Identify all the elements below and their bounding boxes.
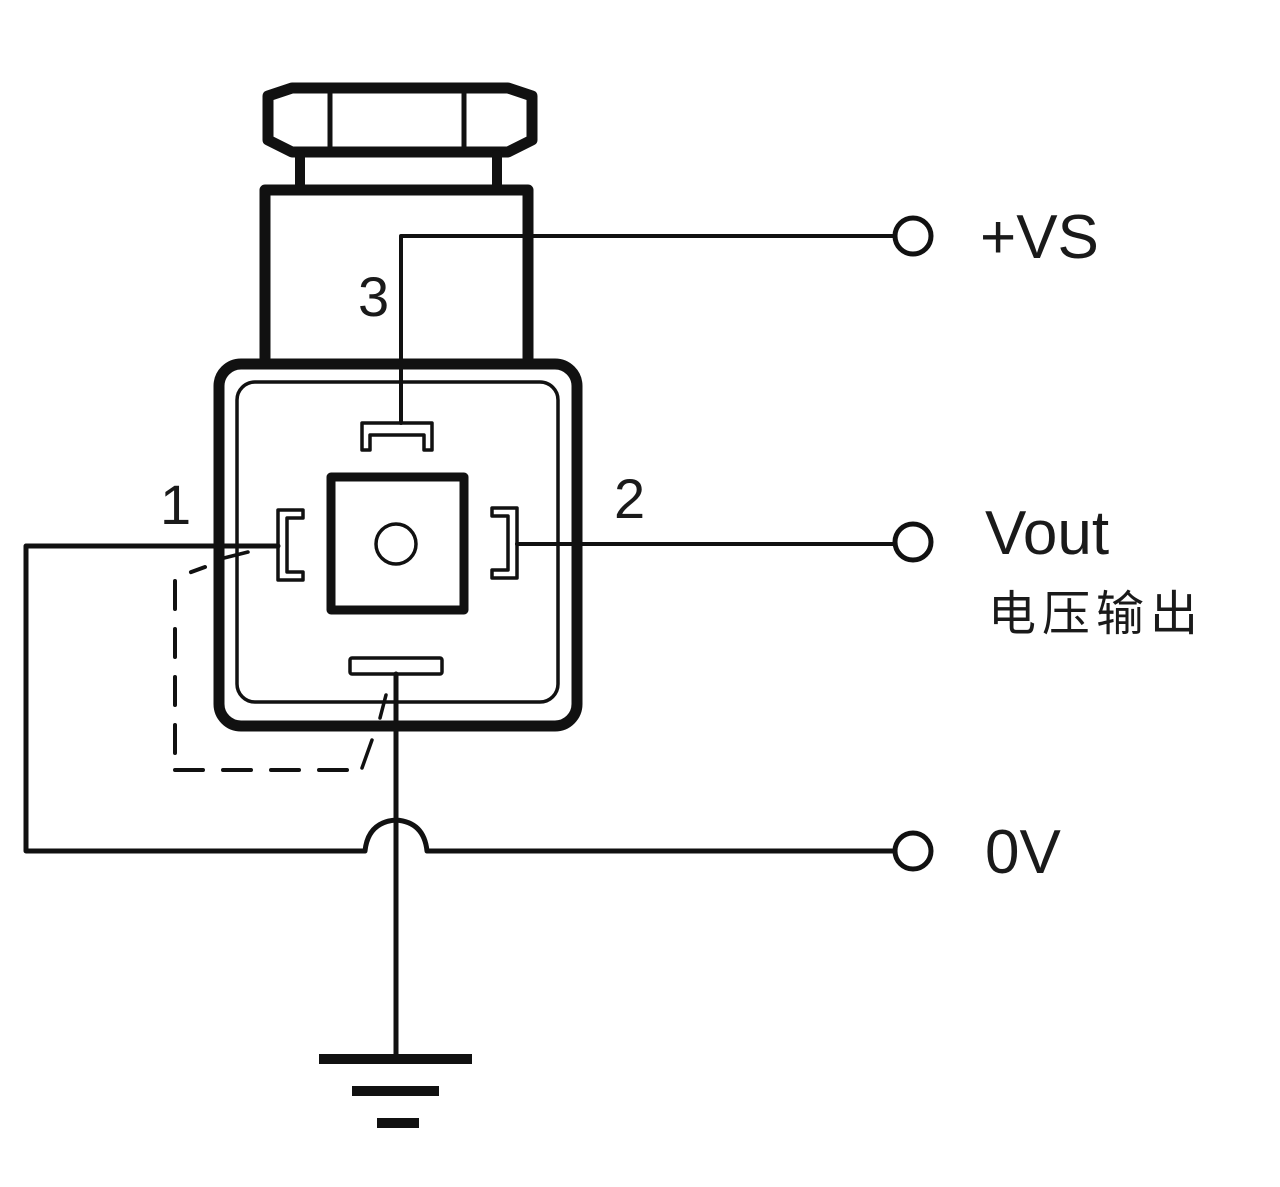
hex-nut-icon (262, 82, 538, 158)
earth-ground-icon (319, 1054, 472, 1128)
terminal-0v-label: 0V (985, 818, 1061, 887)
connector-neck (295, 150, 502, 195)
pin-3-label: 3 (358, 265, 389, 328)
terminal-vout-label: Vout (985, 499, 1109, 568)
connector-upper-body (259, 184, 534, 364)
terminal-vout-sublabel: 电压输出 (988, 586, 1204, 642)
pin-2-contact (490, 506, 519, 580)
wire-pin3-vs (399, 234, 895, 425)
shield-dashed-line (173, 565, 207, 755)
terminal-vs-label: +VS (980, 203, 1099, 272)
center-contact-frame (326, 472, 469, 615)
connector-housing-inner (235, 380, 560, 704)
center-contact-icon (374, 522, 418, 566)
shield-hatch-left (222, 550, 250, 560)
terminal-vout-icon[interactable] (892, 521, 934, 563)
pin-3-contact (360, 421, 434, 452)
pin-1-contact (276, 508, 305, 582)
pin-1-label: 1 (160, 473, 191, 536)
pin-2-label: 2 (614, 467, 645, 530)
shield-hatch-bottom (360, 693, 388, 770)
terminal-vs-icon[interactable] (892, 215, 934, 257)
terminal-0v-icon[interactable] (892, 830, 934, 872)
